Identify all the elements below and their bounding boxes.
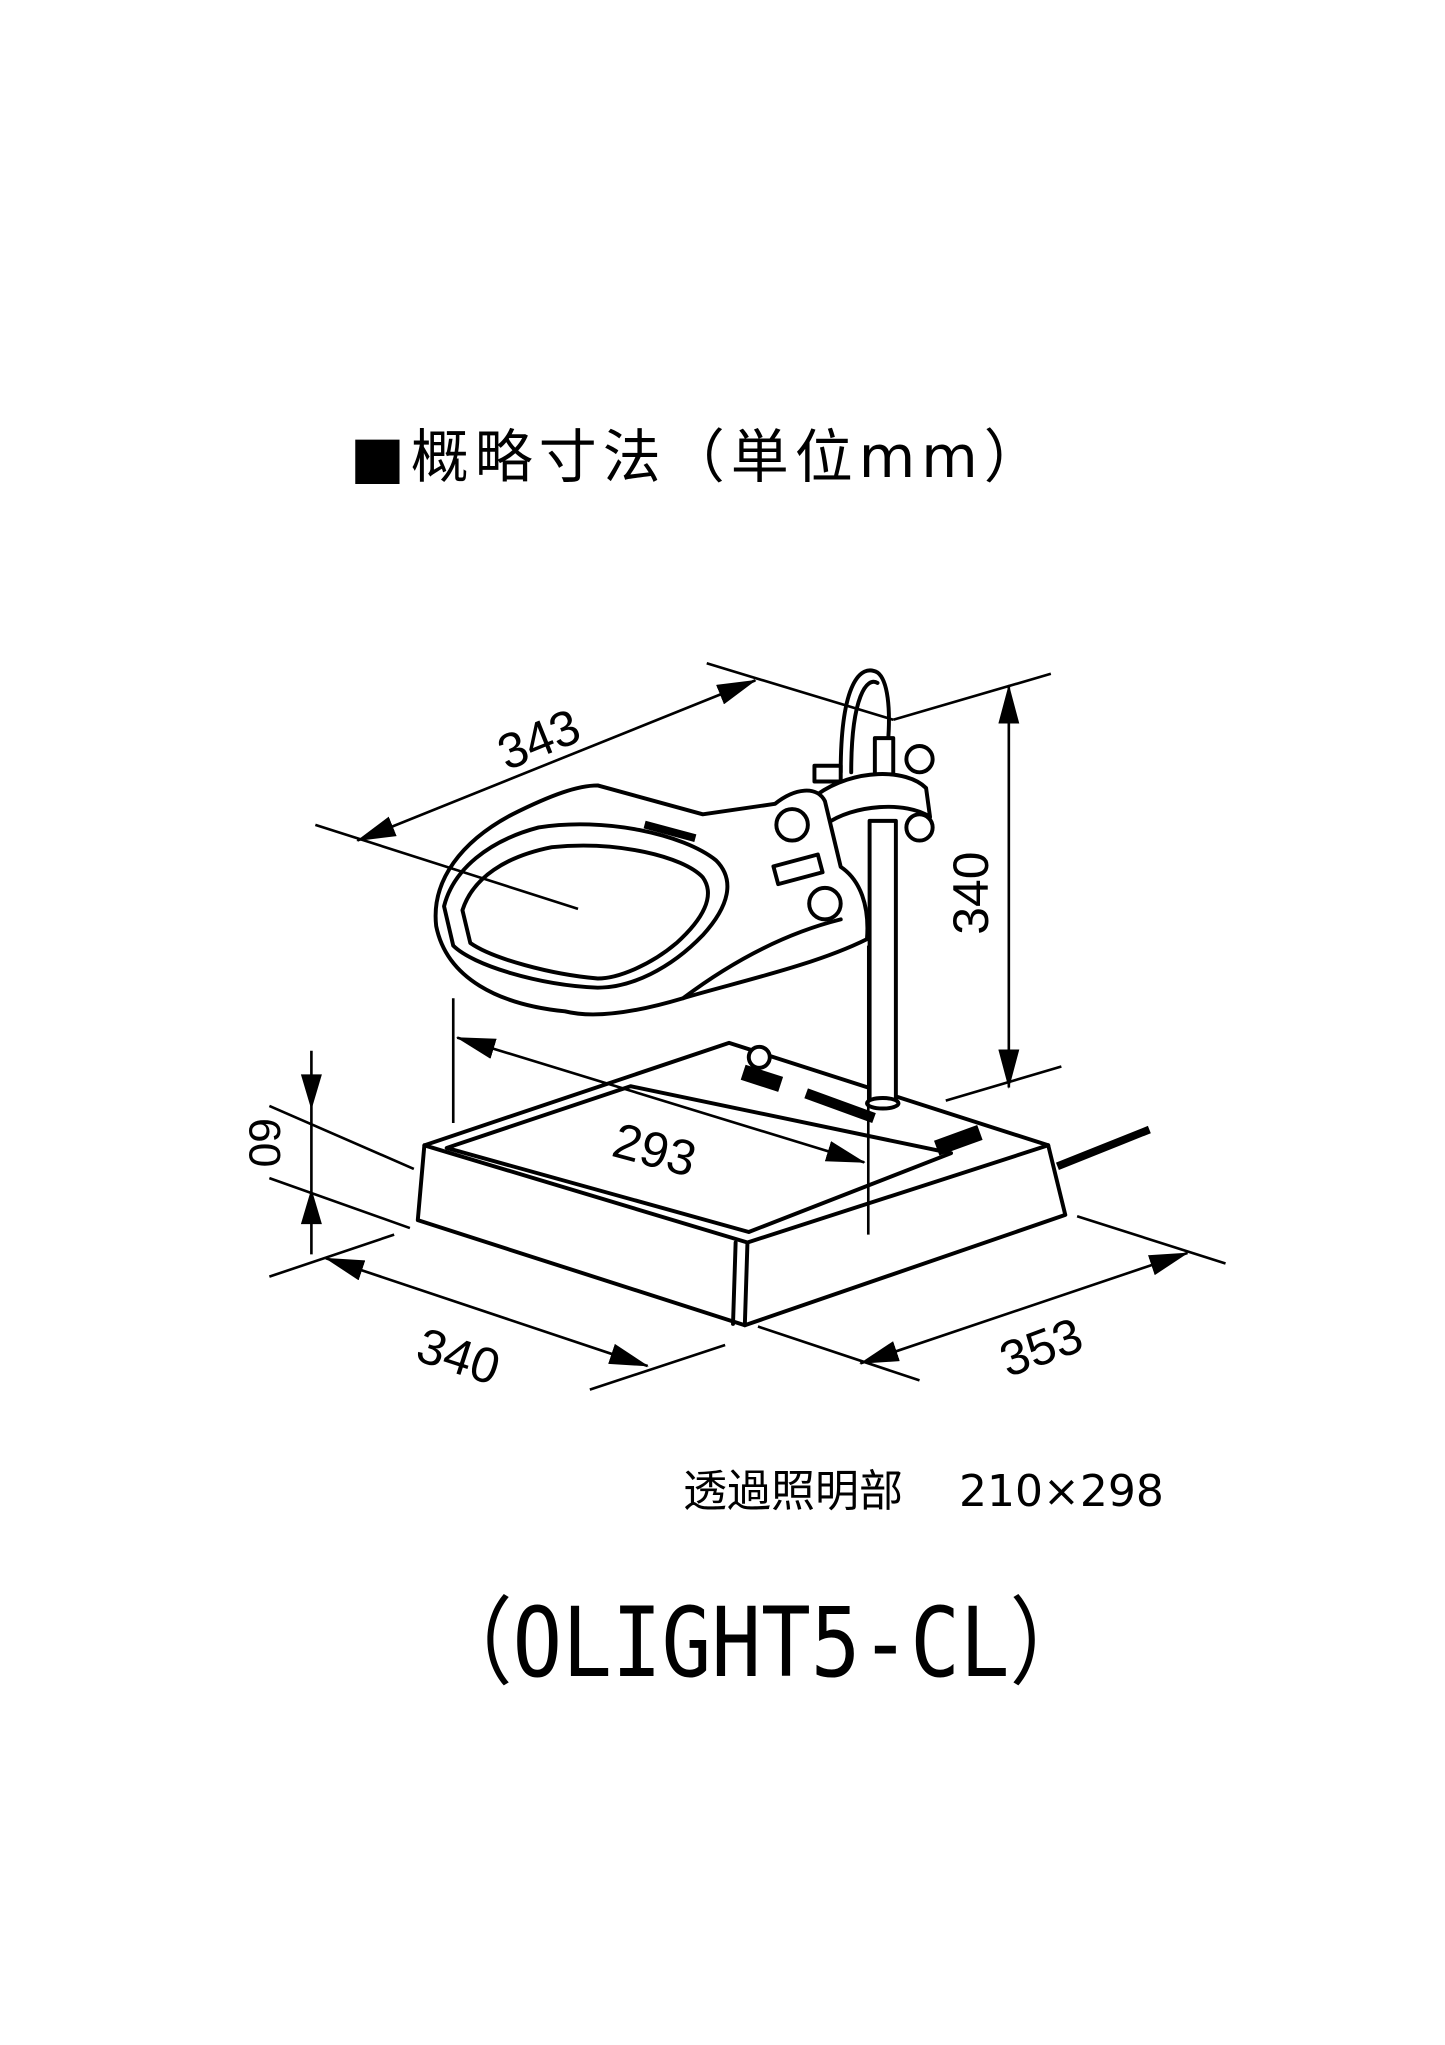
dimension-label-340-base: 340 <box>410 1317 507 1396</box>
dimension-label-353: 353 <box>992 1307 1089 1388</box>
arm-clamp <box>815 772 932 827</box>
illumination-area-note: 透過照明部 210×298 <box>683 1455 1220 1519</box>
dimension-340-height: 340 <box>892 672 1062 1102</box>
illumination-size: 210×298 <box>959 1466 1164 1517</box>
clamp-knob-icon <box>904 744 935 775</box>
dimension-label-60: 60 <box>240 1118 289 1168</box>
page-title: ■概略寸法（単位mm） <box>350 423 1048 491</box>
illumination-label: 透過照明部 <box>683 1466 903 1517</box>
power-cord <box>1055 1125 1151 1170</box>
switch-knob <box>746 1044 772 1070</box>
dimension-label-340-height: 340 <box>943 851 999 934</box>
light-box-base <box>415 1040 1151 1328</box>
dimension-60: 60 <box>240 1050 415 1255</box>
dimension-label-343: 343 <box>490 698 588 781</box>
lamp-head <box>433 783 870 1017</box>
model-name: （OLIGHT5-CL） <box>430 1587 1093 1699</box>
